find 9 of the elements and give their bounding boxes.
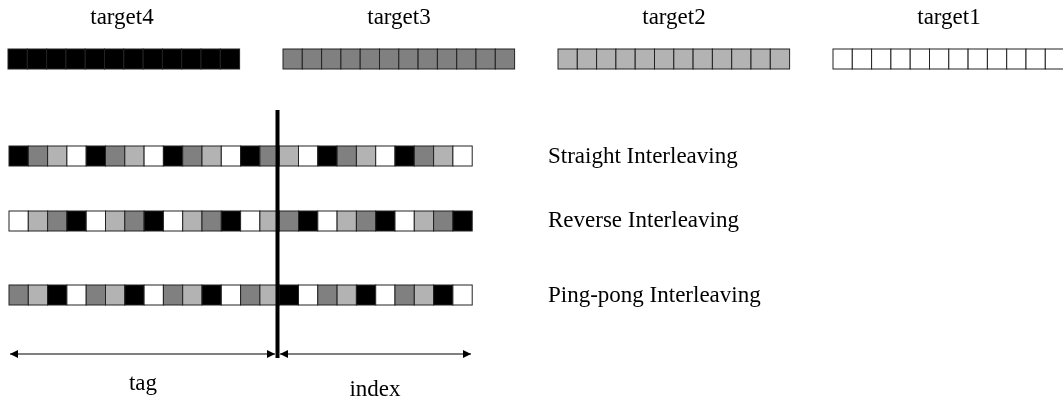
target-label: target1 [917,4,981,30]
scheme-label: Straight Interleaving [548,143,738,169]
target-label: target2 [642,4,706,30]
field-label: tag [128,370,158,396]
field-label: index [349,376,401,402]
target-label: target4 [90,4,154,30]
scheme-label: Reverse Interleaving [548,207,739,233]
scheme-label: Ping-pong Interleaving [548,282,761,308]
target-label: target3 [367,4,431,30]
